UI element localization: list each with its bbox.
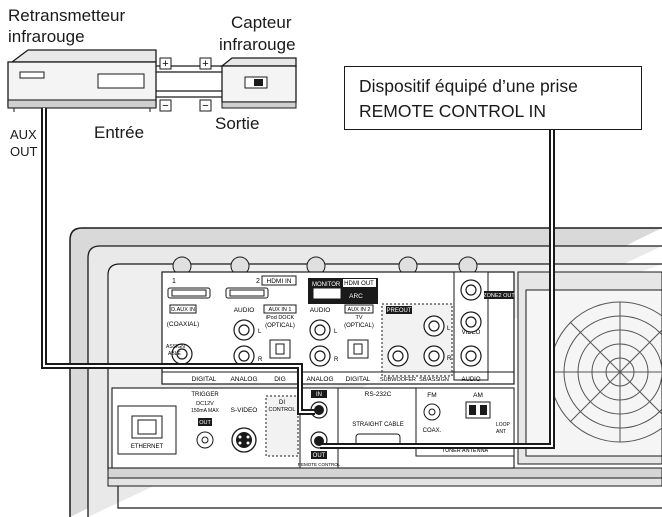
dc12v-label: DC12V [196, 401, 214, 407]
minus-terminal-icon [199, 99, 212, 112]
daux-in-label: D.AUX IN [171, 307, 195, 313]
plus-terminal-icon [159, 57, 172, 70]
sb-assign-label: SB/ASSIGN [419, 377, 449, 383]
r-label-3: R [447, 356, 452, 362]
tuner-antenna-label: TUNER ANTENNA [442, 448, 489, 454]
optical-label-2: (OPTICAL) [344, 323, 374, 329]
hdmi-1-label: 1 [172, 278, 176, 285]
aux-out-cable [41, 108, 315, 415]
trigger-label: TRIGGER [191, 392, 219, 398]
optical-label-1: (OPTICAL) [265, 323, 295, 329]
150ma-label: 150mA MAX [191, 408, 219, 414]
sensor-label-line2: infrarouge [219, 35, 296, 54]
aux-label-line2: OUT [10, 144, 38, 159]
tv-label: TV [355, 315, 362, 321]
analog-label-2: ANALOG [306, 376, 333, 383]
device-label-line1: Dispositif équipé d’une prise [359, 76, 578, 96]
device-callout-box: Dispositif équipé d’une prise REMOTE CON… [344, 66, 642, 130]
plus-terminal-icon [199, 57, 212, 70]
hdmi-2-label: 2 [256, 278, 260, 285]
l-label-2: L [334, 329, 338, 335]
subwoofer-label: SUBWOOFER [380, 377, 416, 383]
rs232c-label: RS-232C [365, 391, 392, 398]
output-label: Sortie [215, 114, 260, 133]
control-label: CONTROL [269, 407, 296, 413]
video-label: VIDEO [462, 330, 481, 336]
trigger-out-label: OUT [199, 420, 211, 426]
retransmitter-label-line2: infrarouge [8, 27, 85, 46]
retransmitter-sensor-wires [156, 65, 222, 98]
minus-sign: − [162, 100, 168, 112]
analog-label-1: ANALOG [230, 376, 257, 383]
zone2-out-label: ZONE2 OUT [483, 293, 515, 299]
assign-label: ASSIGN [166, 344, 185, 350]
r-label-1: R [258, 357, 263, 363]
ethernet-label: ETHERNET [131, 444, 164, 450]
preout-label: PREOUT [386, 308, 411, 314]
plug-icon [314, 405, 324, 415]
ir-sensor-device [220, 57, 297, 109]
am-label: AM [473, 392, 483, 399]
digital-label-2: DIGITAL [346, 376, 371, 383]
aux-in1-label: AUX IN 1 [269, 307, 292, 313]
l-label-1: L [258, 329, 262, 335]
plus-sign: + [202, 58, 208, 70]
device-label-line2: REMOTE CONTROL IN [359, 101, 546, 121]
arc-label: ARC [349, 293, 363, 300]
monitor-label: MONITOR [312, 282, 341, 288]
dig-label: DIG [274, 376, 286, 383]
audio-label-1: AUDIO [234, 307, 255, 314]
ipod-dock-label: iPod DOCK [266, 315, 295, 321]
coaxial-label: (COAXIAL) [167, 321, 200, 328]
remote-in-cable [320, 130, 555, 449]
able-label: ABLE [168, 351, 181, 357]
svideo-label: S-VIDEO [231, 407, 258, 414]
sensor-label-line1: Capteur [231, 13, 292, 32]
minus-sign: − [202, 100, 208, 112]
audio-label-3: AUDIO [461, 377, 480, 383]
hdmi-out-label: HDMI OUT [344, 281, 374, 287]
input-label: Entrée [94, 123, 145, 142]
plug-icon [314, 436, 324, 446]
l-label-3: L [447, 326, 451, 332]
aux-in2-label: AUX IN 2 [348, 307, 371, 313]
minus-terminal-icon [159, 99, 172, 112]
coax-label: COAX. [423, 428, 442, 434]
aux-label-line1: AUX [10, 127, 37, 142]
hdmi-connectors: 1 2 HDMI IN MONITOR HDMI OUT ARC [167, 275, 378, 304]
remote-out-label: OUT [313, 453, 326, 459]
straight-cable-label: STRAIGHT CABLE [352, 422, 404, 428]
ir-retransmitter-device [7, 49, 157, 112]
ant-label: ANT [496, 429, 506, 435]
retransmitter-label-line1: Retransmetteur [8, 6, 126, 25]
digital-label-1: DIGITAL [192, 376, 217, 383]
plus-sign: + [162, 58, 168, 70]
di-label: DI [279, 400, 285, 406]
remote-in-label: IN [316, 392, 322, 398]
receiver-rear-panel: 1 2 HDMI IN MONITOR HDMI OUT ARC D.AUX I… [69, 227, 662, 517]
r-label-2: R [334, 357, 339, 363]
fm-label: FM [427, 392, 436, 399]
audio-label-2: AUDIO [310, 307, 331, 314]
remote-control-label: REMOTE CONTROL [298, 462, 341, 467]
hdmi-in-label: HDMI IN [267, 278, 292, 285]
loop-label: LOOP [496, 422, 511, 428]
